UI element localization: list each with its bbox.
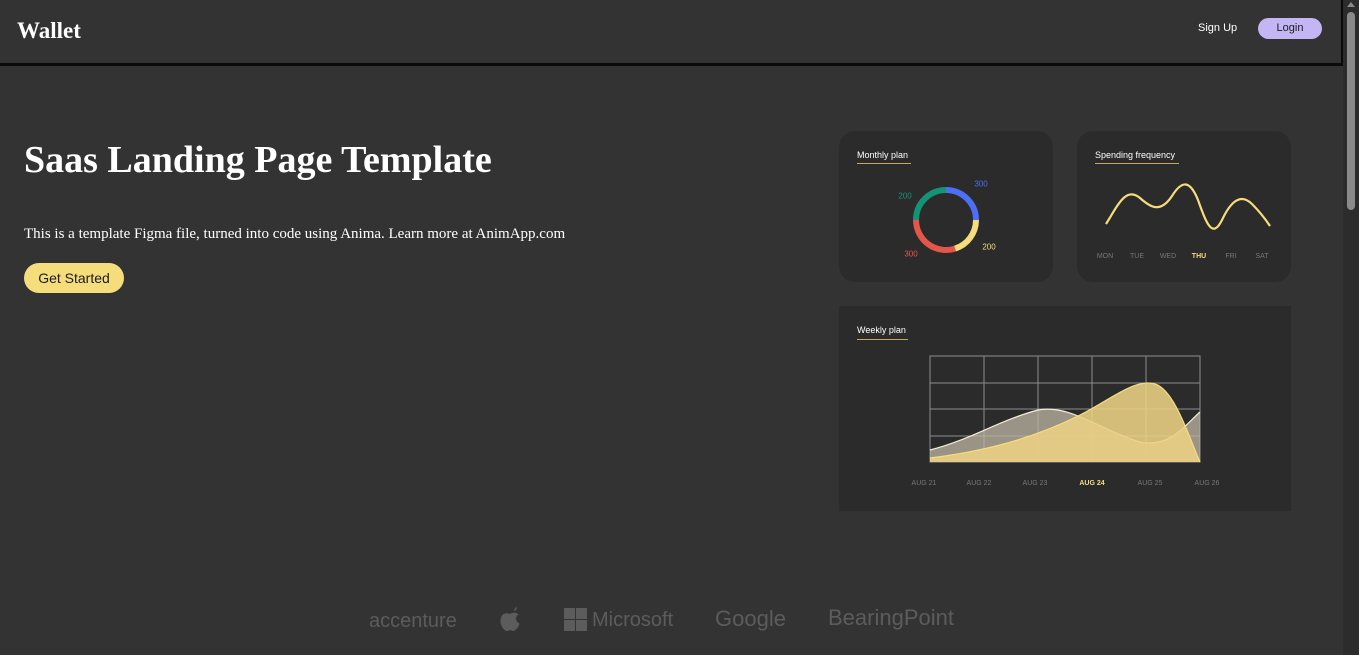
donut-label-red: 300 — [904, 249, 918, 259]
brand-logo[interactable]: Wallet — [17, 18, 81, 43]
donut-label-blue: 300 — [974, 179, 988, 189]
scrollbar-thumb[interactable] — [1347, 12, 1355, 210]
page-scrollbar[interactable] — [1343, 0, 1359, 655]
donut-label-green: 200 — [898, 191, 912, 201]
spending-day-label: WED — [1159, 253, 1177, 260]
microsoft-logo-icon — [564, 608, 587, 631]
bearingpoint-logo: BearingPoint — [828, 605, 954, 630]
weekly-date-label-active: AUG 24 — [1079, 480, 1105, 487]
weekly-date-label: AUG 26 — [1194, 480, 1220, 487]
weekly-date-label: AUG 22 — [966, 480, 992, 487]
donut-label-yellow: 200 — [982, 242, 996, 252]
weekly-plan-underline — [857, 339, 908, 340]
monthly-plan-underline — [857, 163, 911, 164]
navbar: Wallet Sign Up Login — [0, 0, 1343, 66]
spending-day-label: FRI — [1225, 253, 1237, 260]
microsoft-logo-text: Microsoft — [592, 609, 674, 631]
weekly-date-label: AUG 23 — [1022, 480, 1048, 487]
spending-day-label: TUE — [1130, 253, 1144, 260]
spending-day-label: MON — [1096, 253, 1114, 260]
spending-day-label-active: THU — [1191, 253, 1207, 260]
hero-subtitle: This is a template Figma file, turned in… — [24, 226, 566, 242]
accenture-logo: accenture — [369, 610, 457, 632]
get-started-button[interactable]: Get Started — [24, 263, 124, 293]
login-button[interactable]: Login — [1258, 18, 1322, 39]
scroll-up-arrow-icon[interactable] — [1347, 2, 1355, 7]
google-logo: Google — [715, 606, 786, 631]
monthly-plan-title: Monthly plan — [857, 150, 909, 160]
partner-logos: accenture Microsoft Google BearingPoint — [0, 600, 1343, 640]
spending-frequency-underline — [1095, 163, 1179, 164]
weekly-plan-card — [839, 306, 1291, 511]
spending-day-label: SAT — [1255, 253, 1269, 260]
signup-link[interactable]: Sign Up — [1198, 22, 1238, 34]
hero-title: Saas Landing Page Template — [24, 139, 492, 181]
weekly-plan-title: Weekly plan — [857, 325, 906, 335]
weekly-date-label: AUG 25 — [1137, 480, 1163, 487]
spending-frequency-title: Spending frequency — [1095, 150, 1176, 160]
apple-logo-icon — [500, 607, 520, 631]
weekly-date-label: AUG 21 — [911, 480, 937, 487]
